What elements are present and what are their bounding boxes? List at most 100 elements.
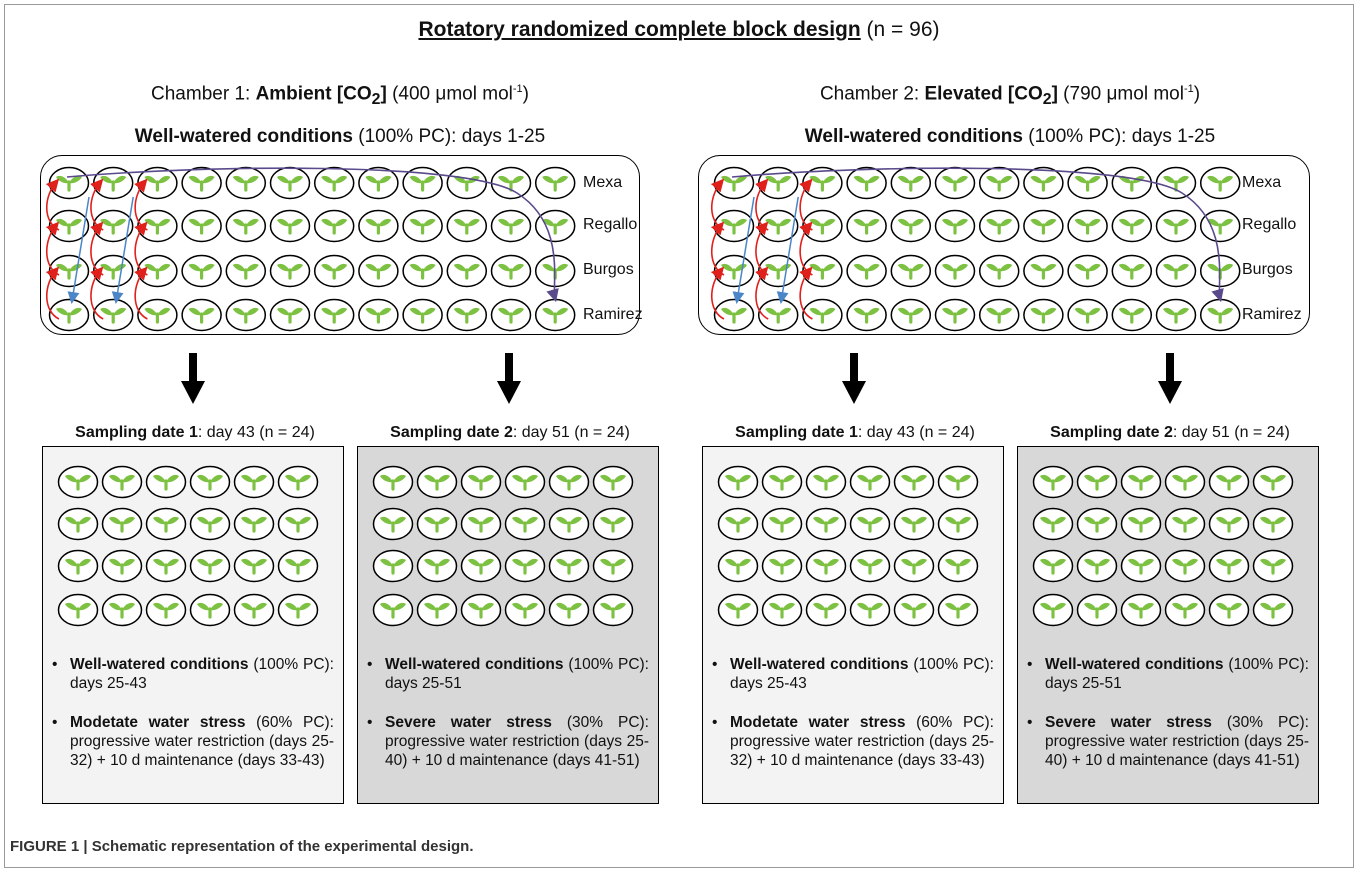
plant-pot-icon (57, 507, 99, 541)
plant-pot-icon (372, 549, 414, 583)
down-arrow-head (1158, 381, 1182, 404)
plant-pot-icon (416, 549, 458, 583)
row-label-mexa-2: Mexa (1242, 174, 1282, 191)
down-arrow-head (497, 381, 521, 404)
plant-pot-icon (92, 298, 134, 332)
plant-pot-icon (846, 209, 887, 243)
red-rotation-arrow (710, 178, 725, 231)
plant-pot-icon (48, 298, 90, 332)
c2-sampling-1-label: Sampling date 1: day 43 (n = 24) (700, 424, 1010, 442)
plant-pot-icon (446, 254, 488, 288)
red-rotation-arrow (90, 221, 104, 276)
plant-pot-icon (846, 254, 887, 288)
plant-pot-icon (534, 298, 576, 332)
c2-s1-bullets: •Well-watered conditions (100% PC): days… (712, 655, 994, 790)
plant-pot-icon (137, 209, 178, 243)
c2-s1-bold: Sampling date 1 (735, 424, 858, 441)
plant-pot-icon (57, 593, 99, 627)
plant-pot-icon (233, 593, 275, 627)
plant-pot-icon (269, 209, 311, 243)
plant-pot-icon (372, 507, 414, 541)
red-rotation-arrow (755, 178, 769, 231)
plant-pot-icon (1164, 507, 1206, 541)
plant-pot-icon (313, 298, 355, 332)
plant-pot-icon (934, 298, 976, 332)
chamber-1-treatment: Ambient [CO (255, 83, 372, 105)
plant-pot-icon (1155, 254, 1197, 288)
blue-rotation-arrow (111, 196, 134, 304)
plant-pot-icon (92, 166, 134, 200)
plant-pot-icon (1155, 166, 1197, 200)
plant-pot-icon (101, 465, 143, 499)
down-arrow-shaft (505, 353, 513, 383)
bullet-text: (100% PC): days 25-43 (70, 656, 334, 692)
plant-pot-icon (805, 507, 847, 541)
plant-pot-icon (761, 507, 803, 541)
plant-pot-icon (277, 465, 319, 499)
red-rotation-arrow (799, 266, 813, 320)
plant-pot-icon (504, 549, 546, 583)
plant-pot-icon (358, 298, 399, 332)
row-label-ramirez-1: Ramirez (583, 306, 643, 323)
bullet-text: (100% PC): days 25-51 (1045, 656, 1309, 692)
bullet-text: (60% PC): progressive water restriction … (70, 714, 334, 769)
plant-pot-icon (592, 465, 634, 499)
plant-pot-icon (446, 166, 488, 200)
c2-s1-rest: : day 43 (n = 24) (857, 424, 975, 441)
bullet-bold: Modetate water stress (70, 714, 246, 731)
c2-sampling-2-label: Sampling date 2: day 51 (n = 24) (1015, 424, 1325, 442)
red-rotation-arrow (755, 266, 769, 320)
plant-pot-icon (534, 209, 576, 243)
chamber-2-close: ) (1193, 83, 1201, 105)
chamber-2-conc: (790 μmol mol (1057, 83, 1184, 105)
c1-s1-bold: Sampling date 1 (75, 424, 198, 441)
chamber-1-ww-rest: (100% PC): days 1-25 (352, 126, 546, 147)
plant-pot-icon (1120, 549, 1162, 583)
plant-pot-icon (1252, 507, 1294, 541)
plant-pot-icon (181, 166, 222, 200)
chamber-2-label: Chamber 2: Elevated [CO2] (790 μmol mol-… (710, 83, 1310, 109)
plant-pot-icon (1252, 593, 1294, 627)
plant-pot-icon (802, 166, 843, 200)
c2-s2-bold: Sampling date 2 (1050, 424, 1173, 441)
chamber-2-watering-label: Well-watered conditions (100% PC): days … (710, 126, 1310, 148)
plant-pot-icon (1076, 507, 1118, 541)
plant-pot-icon (890, 254, 932, 288)
plant-pot-icon (460, 465, 502, 499)
chamber-1-conc: (400 μmol mol (386, 83, 513, 105)
plant-pot-icon (1155, 298, 1197, 332)
chamber-2-bracket: ] (1051, 83, 1058, 105)
plant-pot-icon (402, 254, 443, 288)
plant-pot-icon (534, 166, 576, 200)
down-arrow-head (181, 381, 205, 404)
plant-pot-icon (713, 298, 755, 332)
plant-pot-icon (893, 549, 935, 583)
plant-pot-icon (490, 209, 532, 243)
chamber-2-treatment: Elevated [CO (924, 83, 1043, 105)
plant-pot-icon (1208, 507, 1250, 541)
bullet-bold: Well-watered conditions (730, 656, 909, 673)
plant-pot-icon (277, 507, 319, 541)
c1-sampling-2-label: Sampling date 2: day 51 (n = 24) (355, 424, 665, 442)
plant-pot-icon (978, 166, 1020, 200)
plant-pot-icon (372, 465, 414, 499)
plant-pot-icon (934, 209, 976, 243)
plant-pot-icon (189, 507, 231, 541)
plant-pot-icon (416, 593, 458, 627)
plant-pot-icon (761, 549, 803, 583)
bullet-text: (100% PC): days 25-43 (730, 656, 994, 692)
plant-pot-icon (101, 549, 143, 583)
plant-pot-icon (1208, 549, 1250, 583)
plant-pot-icon (269, 298, 311, 332)
plant-pot-icon (490, 254, 532, 288)
blue-rotation-arrow (732, 196, 755, 304)
bullet-bold: Well-watered conditions (385, 656, 564, 673)
chamber-1-close: ) (522, 83, 529, 105)
plant-pot-icon (233, 507, 275, 541)
plant-pot-icon (1111, 209, 1153, 243)
plant-pot-icon (145, 549, 187, 583)
plant-pot-icon (978, 254, 1020, 288)
chamber-1-sub: 2 (371, 91, 381, 109)
plant-pot-icon (978, 298, 1020, 332)
